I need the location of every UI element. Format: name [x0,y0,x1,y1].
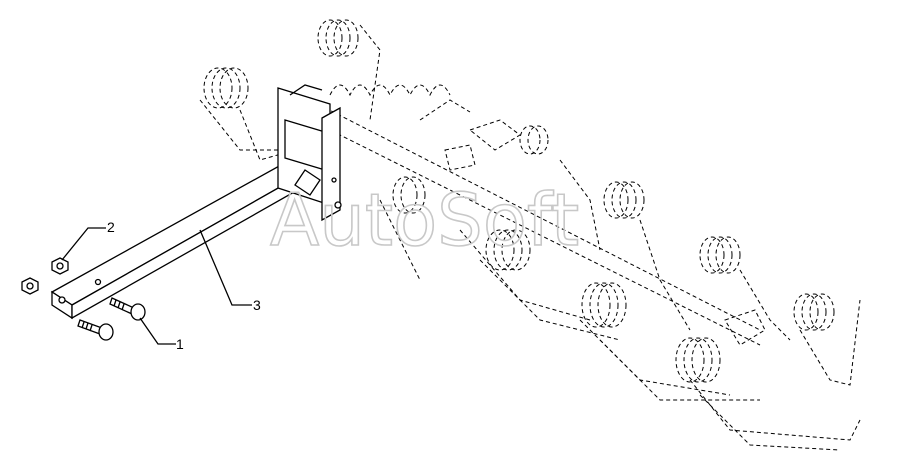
callout-1: 1 [176,336,184,352]
ghost-coil-5 [519,125,549,155]
ghost-rake-assembly [199,19,861,451]
ghost-coil-1 [203,67,249,109]
ghost-coil-6 [581,282,627,328]
callout-2: 2 [107,219,115,235]
nut-lower [21,277,39,295]
leader-1 [139,317,176,345]
ghost-coil-4 [485,229,531,271]
ghost-coil-9 [699,236,741,274]
nut-upper [51,257,69,275]
bolt-upper [109,297,146,321]
leader-lines [61,227,252,345]
watermark: AutoSoft [270,178,579,262]
ghost-coil-8 [675,337,721,383]
ghost-coil-7 [603,181,645,219]
callout-3: 3 [253,297,261,313]
ghost-coil-3 [392,176,426,214]
part-2-nuts [21,257,69,295]
ghost-coil-10 [793,293,835,331]
ghost-tension-spring [329,84,451,97]
bolt-lower [77,319,114,341]
part-1-bolts [77,297,146,341]
part-3-arm [50,84,342,320]
leader-3 [199,229,252,306]
ghost-coil-2 [317,19,359,57]
leader-2 [61,227,106,261]
